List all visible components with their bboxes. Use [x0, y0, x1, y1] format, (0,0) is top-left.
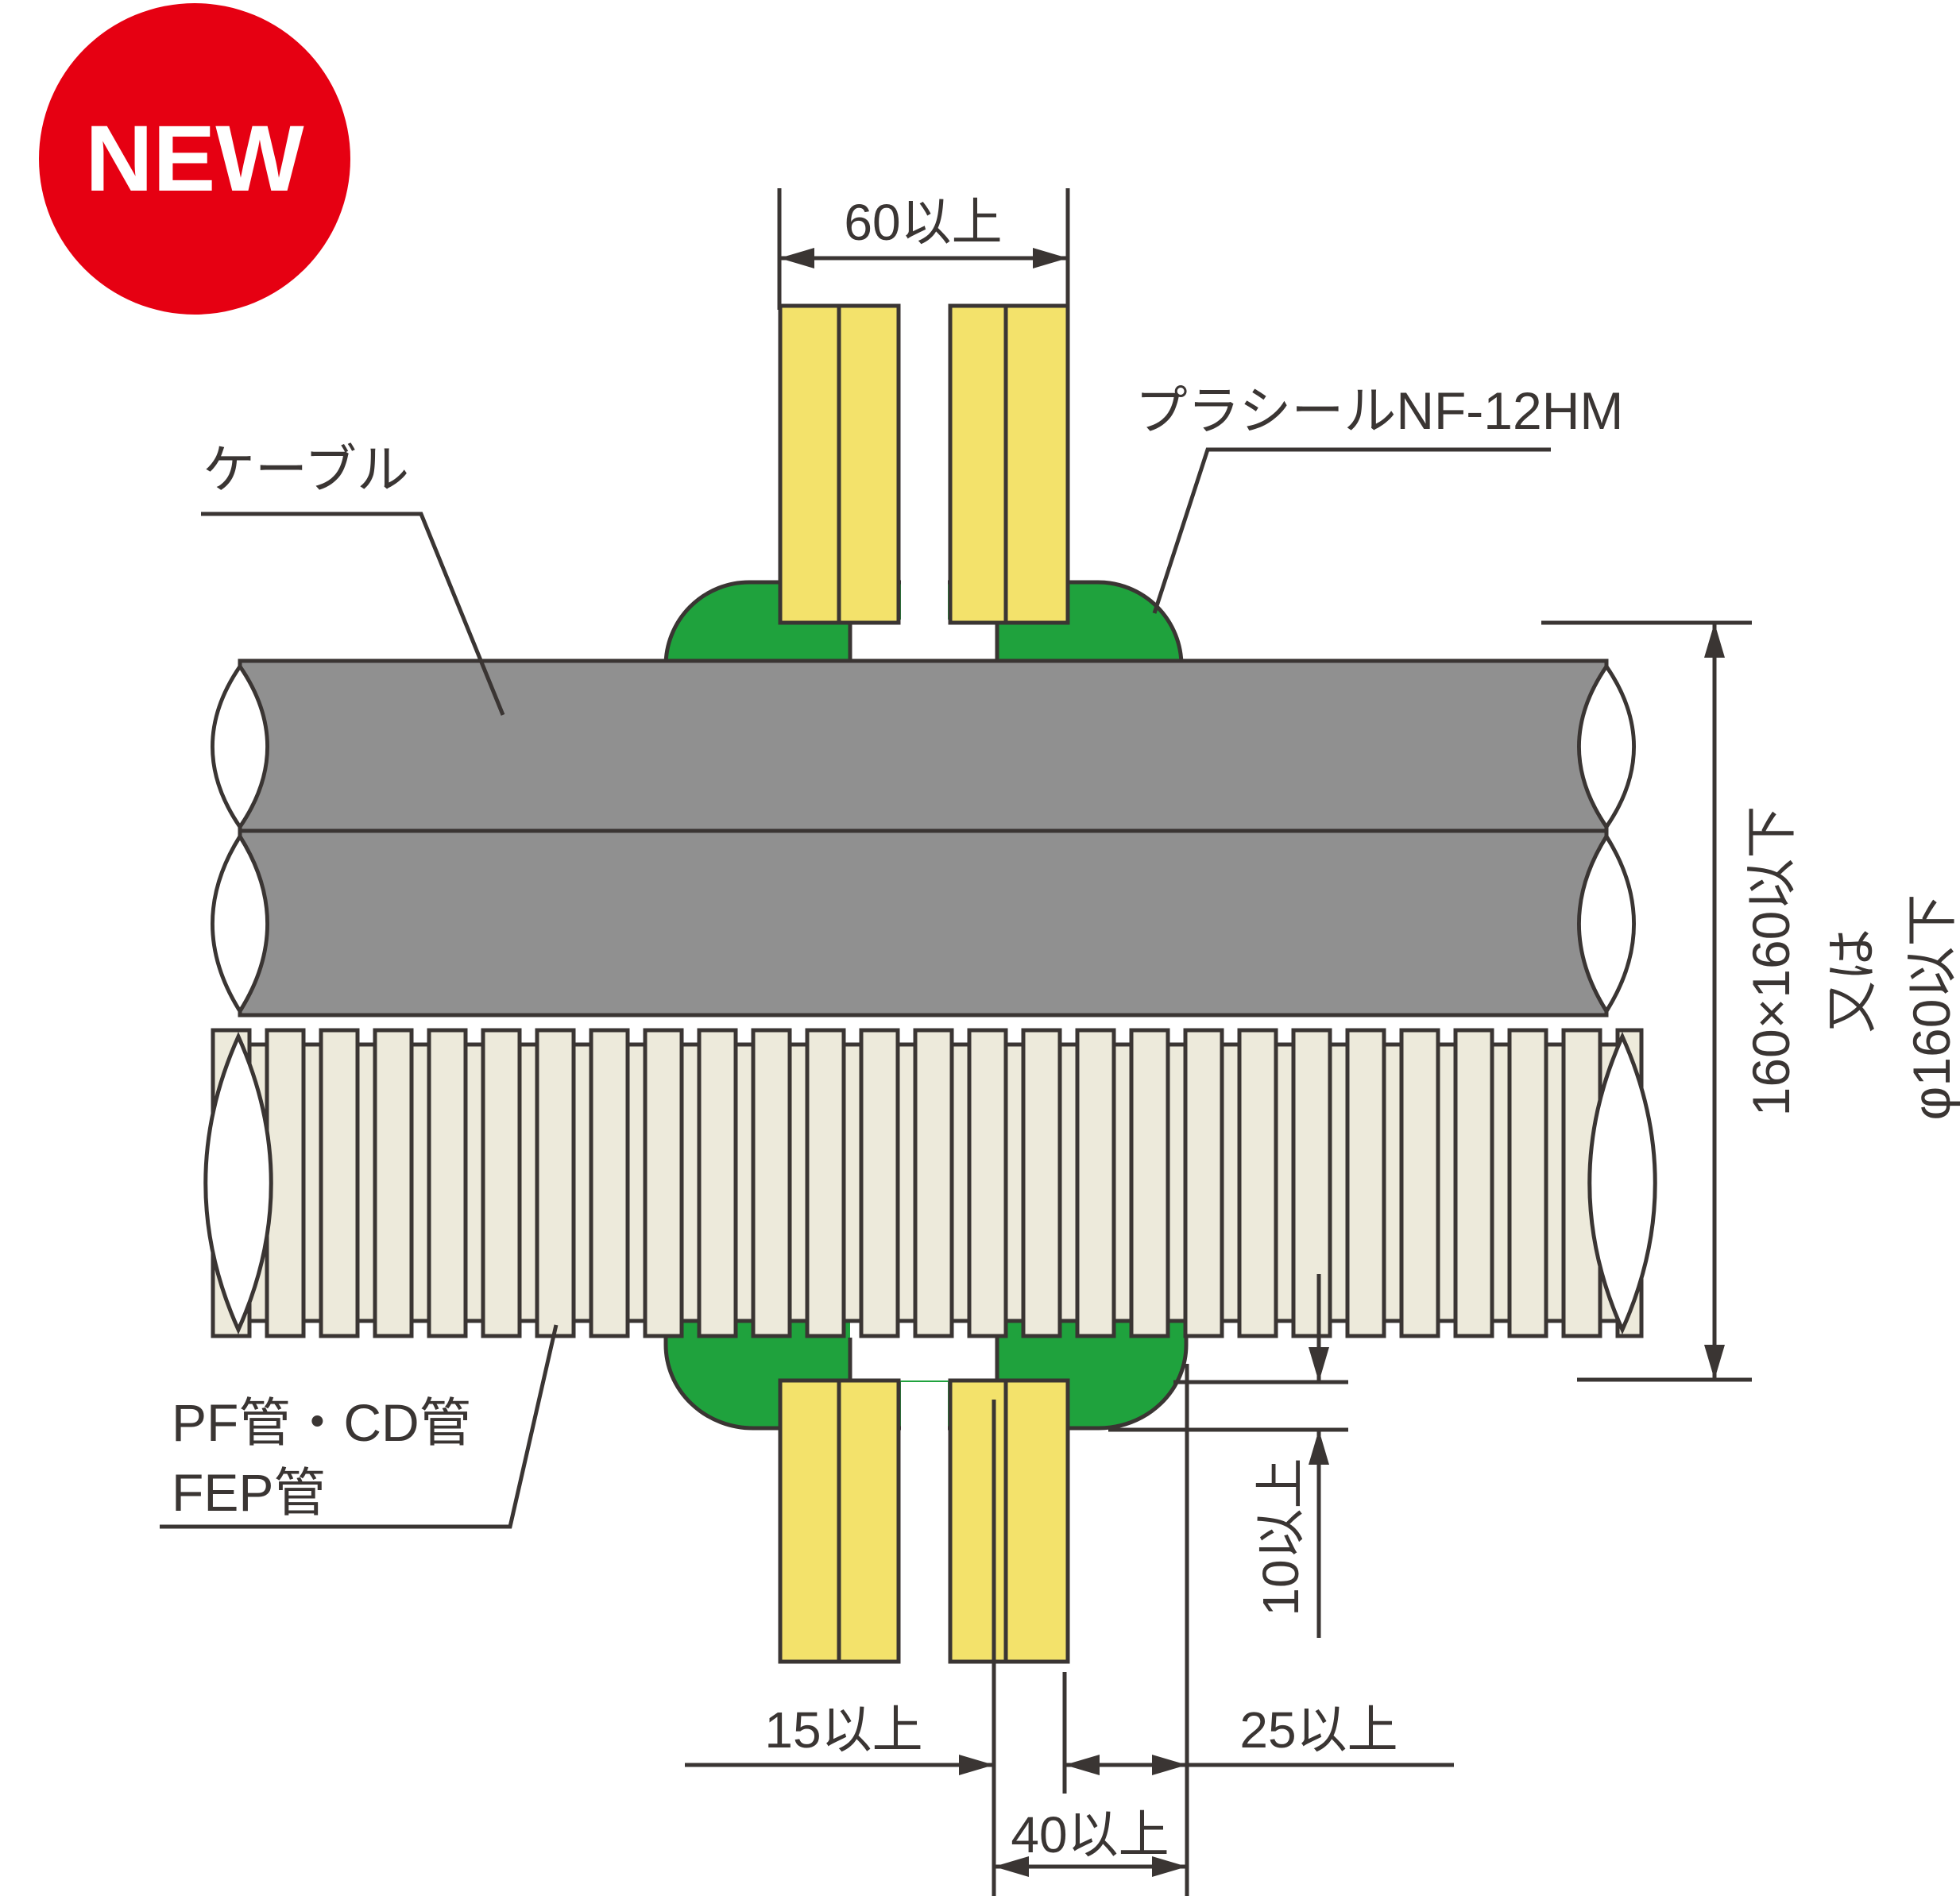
pipe-rib: [697, 1028, 738, 1338]
break-symbol: [203, 1031, 273, 1335]
pipe-break-symbols: [203, 1031, 1657, 1335]
label-cable: ケーブル: [201, 440, 505, 716]
dimension-label-seal-width: 40以上: [1011, 1806, 1169, 1863]
new-badge-label: NEW: [85, 106, 304, 211]
pipe-groove: [679, 1042, 702, 1323]
pipe-groove: [733, 1042, 756, 1323]
break-symbol: [211, 662, 269, 831]
pipe-rib: [751, 1028, 792, 1338]
break-symbol: [211, 832, 269, 1015]
pipe-rib: [319, 1028, 360, 1338]
separator-board: [837, 303, 901, 625]
pipe-rib: [481, 1028, 522, 1338]
pipe-groove: [571, 1042, 593, 1323]
pipe-groove: [1382, 1042, 1404, 1323]
dimension-label-board-overlap: 15以上: [764, 1701, 922, 1759]
pipe-rib: [589, 1028, 630, 1338]
cables: [238, 658, 1609, 1018]
leader-line-pipe: [160, 1324, 559, 1529]
pipe-rib: [1345, 1028, 1386, 1338]
pipe-rib: [1291, 1028, 1332, 1338]
dimension-label-opening-size-2: 又は: [1823, 929, 1881, 1033]
pipe-groove: [895, 1042, 918, 1323]
leader-line-sealant: [1152, 447, 1551, 614]
pipe-groove: [1166, 1042, 1188, 1323]
separator-board: [948, 303, 1008, 625]
pipe-rib: [859, 1028, 900, 1338]
separator-board: [837, 1378, 901, 1664]
dimension-label-top-width: 60以上: [844, 194, 1002, 251]
seal-top-gap: [901, 575, 948, 624]
pipe-groove: [355, 1042, 377, 1323]
pipe-groove: [841, 1042, 864, 1323]
dimension-top-width: 60以上: [777, 188, 1070, 310]
pipe-label-line2: FEP管: [172, 1463, 326, 1522]
pipe-rib: [1183, 1028, 1224, 1338]
sealant-label: プラシールNF-12HM: [1135, 381, 1624, 440]
pipe-groove: [625, 1042, 648, 1323]
separator-board: [1003, 1378, 1070, 1664]
pipe-groove: [1544, 1042, 1566, 1323]
pipe-groove: [409, 1042, 431, 1323]
separator-board: [778, 1378, 841, 1664]
pipe-rib: [373, 1028, 414, 1338]
pipe-groove: [787, 1042, 810, 1323]
dimension-opening-size: 160×160以下 又は φ160以下: [1541, 620, 1960, 1382]
separator-board: [778, 303, 841, 625]
dimension-label-seal-thickness: 10以上: [1252, 1458, 1309, 1616]
pipe-groove: [1436, 1042, 1458, 1323]
break-symbol: [1587, 1031, 1657, 1335]
pipe-rib: [427, 1028, 468, 1338]
pipe-rib: [1021, 1028, 1062, 1338]
pipe-rib: [1129, 1028, 1170, 1338]
label-pipe: PF管・CD管 FEP管: [160, 1324, 559, 1529]
leader-line-cable: [201, 512, 505, 716]
separator-board: [948, 1378, 1008, 1664]
pipe-groove: [1274, 1042, 1296, 1323]
break-symbol: [1577, 832, 1636, 1015]
dimension-seal-thickness: 10以上: [1108, 1274, 1348, 1638]
pipe-groove: [1490, 1042, 1512, 1323]
pipe-rib: [1399, 1028, 1440, 1338]
cable-break-symbols: [211, 662, 1636, 1015]
cable-label: ケーブル: [203, 440, 409, 499]
pipe-rib: [1075, 1028, 1116, 1338]
label-sealant: プラシールNF-12HM: [1135, 381, 1624, 614]
seal-top-notch: [850, 620, 997, 666]
pipe-rib: [1237, 1028, 1278, 1338]
pipe-rib: [913, 1028, 954, 1338]
dimension-label-opening-size-3: φ160以下: [1902, 894, 1960, 1121]
pipe-groove: [517, 1042, 539, 1323]
pipe-groove: [1328, 1042, 1350, 1323]
cable-bottom: [238, 828, 1609, 1018]
new-badge: NEW: [39, 3, 350, 315]
pipe-rib: [1507, 1028, 1548, 1338]
corrugated-pipe: [211, 1028, 1644, 1338]
pipe-rib: [967, 1028, 1008, 1338]
separator-boards-top: [778, 303, 1070, 625]
pipe-groove: [301, 1042, 323, 1323]
pipe-groove: [463, 1042, 485, 1323]
pipe-rib: [1453, 1028, 1494, 1338]
separator-board: [1003, 303, 1070, 625]
seal-bottom-gap: [901, 1382, 948, 1439]
pipe-label-line1: PF管・CD管: [172, 1393, 472, 1452]
new-badge-circle: [39, 3, 350, 315]
cable-top: [238, 658, 1609, 833]
pipe-groove: [1220, 1042, 1242, 1323]
pipe-groove: [1111, 1042, 1134, 1323]
pipe-groove: [1057, 1042, 1080, 1323]
dimension-label-opening-size-1: 160×160以下: [1742, 806, 1800, 1117]
pipe-rib: [535, 1028, 576, 1338]
pipe-groove: [949, 1042, 972, 1323]
dimension-bottom-group: 15以上 25以上 40以上: [685, 1364, 1454, 1896]
break-symbol: [1577, 662, 1636, 831]
pipe-groove: [1003, 1042, 1026, 1323]
pipe-rib: [805, 1028, 846, 1338]
pipe-rib: [643, 1028, 684, 1338]
dimension-label-seal-beyond-board: 25以上: [1239, 1701, 1398, 1759]
separator-boards-bottom: [778, 1378, 1070, 1664]
